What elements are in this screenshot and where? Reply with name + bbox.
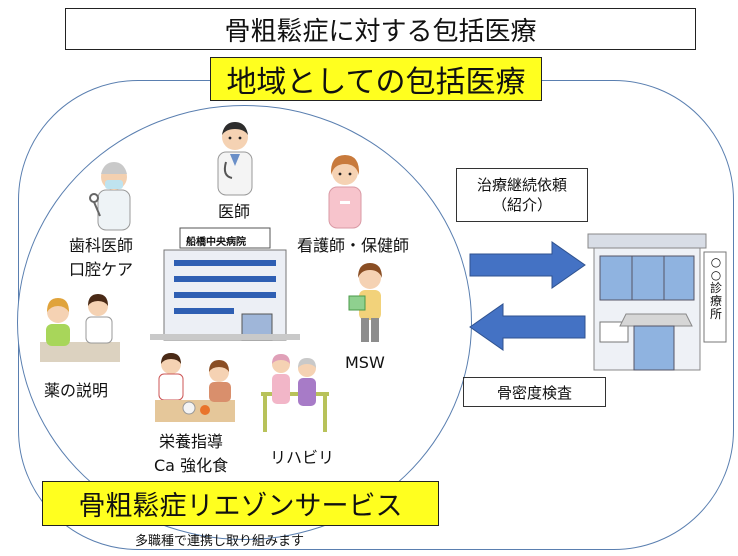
arrow-right-icon <box>469 241 586 289</box>
nutrition-label: 栄養指導 Ca 強化食 <box>154 430 228 478</box>
referral-request-box: 治療継続依頼 （紹介） <box>456 168 588 222</box>
msw-icon <box>348 263 382 342</box>
bone-density-test-box: 骨密度検査 <box>463 377 606 407</box>
hospital-building-icon <box>150 227 300 341</box>
dentist-label-line2: 口腔ケア <box>69 260 134 279</box>
pharmacy-icon <box>40 294 120 362</box>
dentist-icon <box>89 162 131 231</box>
hospital-sign: 船橋中央病院 <box>186 237 246 248</box>
msw-label: MSW <box>345 353 385 372</box>
referral-request-line1: 治療継続依頼 <box>476 176 567 194</box>
clinic-sign: ○○診療所 <box>709 255 722 321</box>
page-title: 骨粗鬆症に対する包括医療 <box>65 8 696 50</box>
nutrition-icon <box>155 353 235 422</box>
referral-request-line2: （紹介） <box>491 196 552 214</box>
dentist-label: 歯科医師 口腔ケア <box>69 234 133 282</box>
nurse-label: 看護師・保健師 <box>297 236 410 255</box>
nutrition-label-line2: Ca 強化食 <box>154 456 229 475</box>
rehab-label: リハビリ <box>270 448 335 467</box>
nutrition-label-line1: 栄養指導 <box>159 432 224 451</box>
nurse-icon <box>328 155 362 229</box>
rehab-icon <box>261 354 329 432</box>
region-title: 地域としての包括医療 <box>210 57 542 101</box>
footer-note: 多職種で連携し取り組みます <box>135 534 305 549</box>
doctor-icon <box>217 122 253 196</box>
pharmacy-label: 薬の説明 <box>44 381 109 400</box>
doctor-label: 医師 <box>218 202 251 221</box>
dentist-label-line1: 歯科医師 <box>69 236 134 255</box>
liaison-service-title: 骨粗鬆症リエゾンサービス <box>42 481 439 526</box>
arrow-left-icon <box>469 303 586 351</box>
clinic-building-icon <box>587 233 727 371</box>
